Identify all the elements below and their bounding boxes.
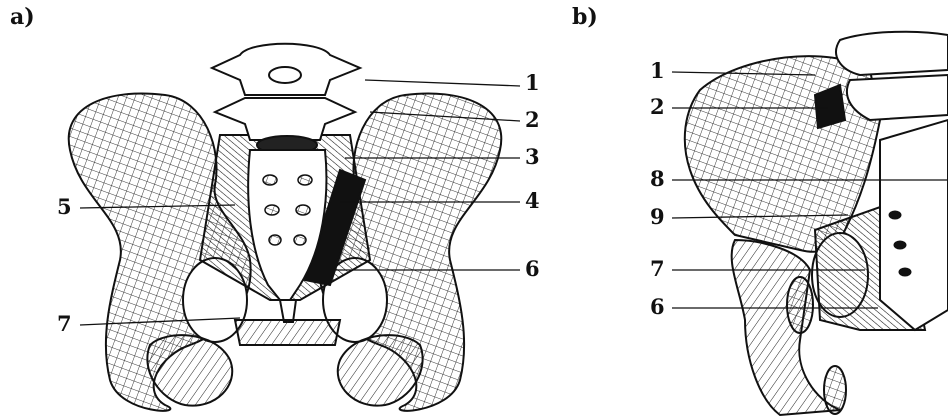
panel-b-label: b) <box>572 6 598 28</box>
callout-b-9: 9 <box>650 206 665 227</box>
lateral-vertebra-1 <box>836 32 948 75</box>
callout-a-2: 2 <box>525 109 540 130</box>
callout-b-1: 1 <box>650 60 665 81</box>
coccyx <box>280 300 296 322</box>
left-ischium <box>147 335 232 405</box>
ischial-spine-section <box>787 277 813 333</box>
ischial-tuberosity-section <box>824 366 846 414</box>
callout-b-6: 6 <box>650 296 665 317</box>
panel-a-label: a) <box>10 6 35 28</box>
leader-a-1 <box>365 80 520 86</box>
callout-b-7: 7 <box>650 258 665 279</box>
panel-a-illustration <box>69 44 502 411</box>
callout-a-1: 1 <box>525 72 540 93</box>
callout-a-4: 4 <box>525 190 540 211</box>
lumbar-vertebra-lower <box>215 98 355 140</box>
callout-b-8: 8 <box>650 168 665 189</box>
pubic-region <box>235 320 340 345</box>
callout-a-7: 7 <box>57 313 72 334</box>
lateral-sacrum <box>880 120 948 330</box>
callout-a-5: 5 <box>57 196 72 217</box>
right-ischium <box>338 335 423 405</box>
vertebra-spinous-upper <box>269 67 301 83</box>
panel-b-illustration <box>685 32 948 415</box>
callout-b-2: 2 <box>650 96 665 117</box>
callout-a-3: 3 <box>525 146 540 167</box>
lateral-vertebra-2 <box>847 75 948 120</box>
callout-a-6: 6 <box>525 258 540 279</box>
